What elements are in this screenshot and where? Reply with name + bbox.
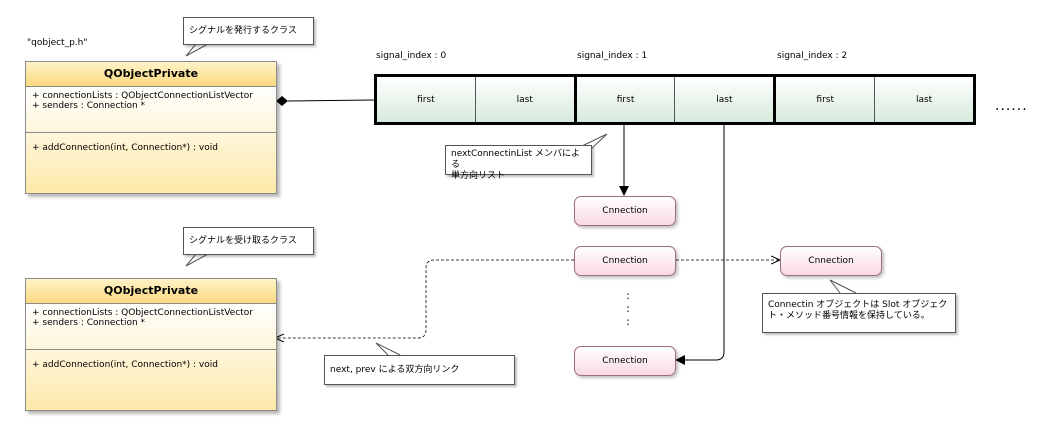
operation-add-connection: + addConnection(int, Connection*) : void bbox=[32, 143, 218, 153]
note-connection-info: Connectin オブジェクトは Slot オブジェク ト・メソッド番号情報を… bbox=[762, 293, 956, 333]
note-tail-receiver bbox=[185, 253, 209, 267]
connection-node-right: Cnnection bbox=[780, 246, 882, 276]
class-receiver-name: QObjectPrivate bbox=[26, 279, 276, 304]
note-emitter: シグナルを発行するクラス bbox=[183, 17, 314, 45]
note-tail-info bbox=[829, 279, 857, 294]
attribute-connection-lists: + connectionLists : QObjectConnectionLis… bbox=[32, 91, 253, 101]
note-tail-doubly bbox=[375, 342, 401, 356]
note-info-line-2: ト・メソッド番号情報を保持している。 bbox=[768, 311, 930, 321]
last-to-connection-line bbox=[675, 125, 725, 365]
connection-node-middle: Cnnection bbox=[574, 246, 676, 276]
array-cell-last: last bbox=[675, 77, 777, 122]
note-doubly-linked: next, prev による双方向リンク bbox=[324, 355, 515, 385]
class-emitter-attributes: + connectionLists : QObjectConnectionLis… bbox=[26, 87, 276, 133]
signal-index-0-label: signal_index : 0 bbox=[376, 51, 447, 61]
note-info-line-1: Connectin オブジェクトは Slot オブジェク bbox=[768, 300, 948, 310]
array-cell-first: first bbox=[776, 77, 876, 122]
signal-index-2-label: signal_index : 2 bbox=[777, 51, 848, 61]
class-receiver: QObjectPrivate + connectionLists : QObje… bbox=[25, 278, 277, 411]
connection-list-array: first last first last first last bbox=[374, 74, 976, 125]
connection-node-top: Cnnection bbox=[574, 196, 676, 226]
array-cell-last: last bbox=[475, 77, 577, 122]
dashed-link-left bbox=[275, 260, 574, 338]
signal-index-1-label: signal_index : 1 bbox=[577, 51, 648, 61]
note-emitter-text: シグナルを発行するクラス bbox=[189, 26, 297, 36]
class-emitter: QObjectPrivate + connectionLists : QObje… bbox=[25, 61, 277, 194]
note-receiver-text: シグナルを受け取るクラス bbox=[189, 236, 297, 246]
composition-diamond bbox=[276, 96, 288, 106]
array-cell-last: last bbox=[875, 77, 973, 122]
class-emitter-name: QObjectPrivate bbox=[26, 62, 276, 87]
attribute-senders: + senders : Connection * bbox=[32, 318, 146, 328]
note-receiver: シグナルを受け取るクラス bbox=[183, 227, 314, 255]
vertical-dot: : bbox=[626, 302, 630, 315]
note-singly-line-2: 単方向リスト bbox=[451, 171, 506, 181]
class-emitter-operations: + addConnection(int, Connection*) : void bbox=[26, 133, 276, 193]
file-label: "qobject_p.h" bbox=[27, 38, 88, 48]
note-singly-linked: nextConnectinList メンバによる 単方向リスト bbox=[445, 145, 592, 181]
array-cell-first: first bbox=[576, 77, 676, 122]
class-receiver-operations: + addConnection(int, Connection*) : void bbox=[26, 350, 276, 410]
composition-line bbox=[287, 99, 375, 102]
note-doubly-text: next, prev による双方向リンク bbox=[330, 365, 460, 375]
note-singly-line-1: nextConnectinList メンバによる bbox=[451, 149, 580, 170]
array-cell-first: first bbox=[377, 77, 476, 122]
operation-add-connection: + addConnection(int, Connection*) : void bbox=[32, 360, 218, 370]
note-tail-emitter bbox=[185, 43, 209, 57]
connection-node-bottom: Cnnection bbox=[574, 346, 676, 376]
array-ellipsis: ...... bbox=[995, 98, 1028, 114]
attribute-senders: + senders : Connection * bbox=[32, 101, 146, 111]
vertical-dot: : bbox=[626, 289, 630, 302]
attribute-connection-lists: + connectionLists : QObjectConnectionLis… bbox=[32, 308, 253, 318]
class-receiver-attributes: + connectionLists : QObjectConnectionLis… bbox=[26, 304, 276, 350]
vertical-dot: : bbox=[626, 315, 630, 328]
